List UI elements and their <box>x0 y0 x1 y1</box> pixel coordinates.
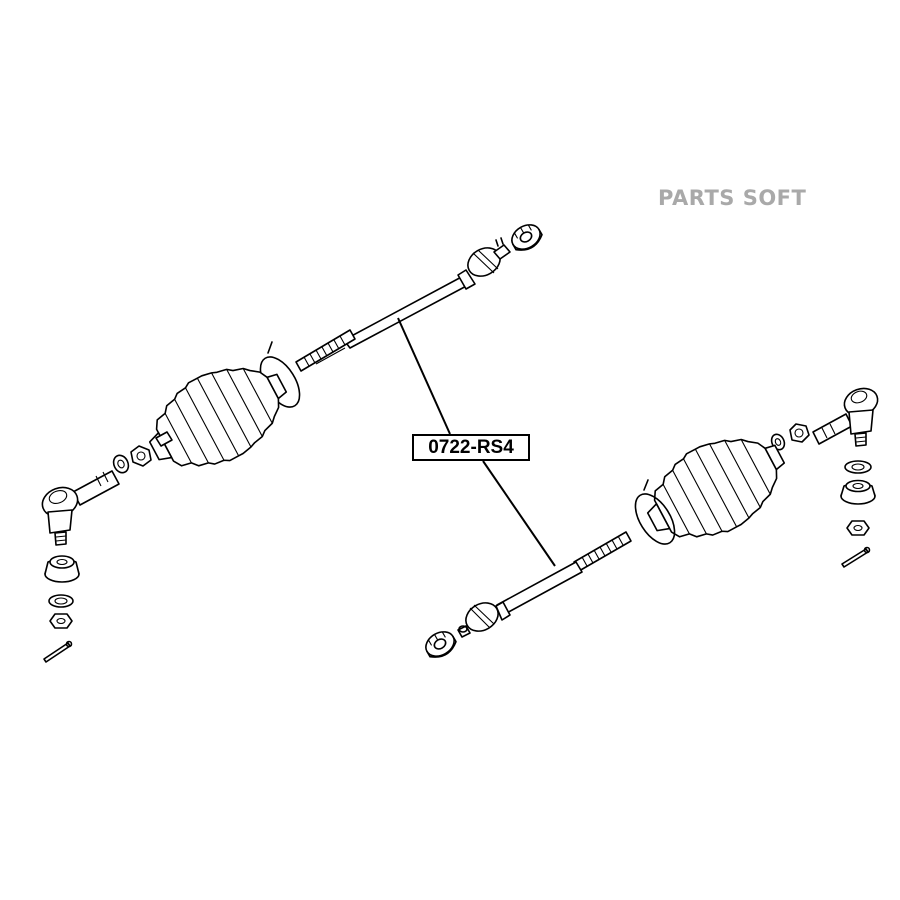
lower-inner-tie-rod <box>457 531 632 638</box>
lower-boot-clip <box>634 479 676 545</box>
upper-cotter-pin <box>43 640 73 663</box>
upper-lock-washer <box>112 454 130 474</box>
upper-washer-ring <box>48 594 74 608</box>
lower-rack-boot <box>646 438 786 538</box>
watermark-text: PARTS SOFT <box>658 186 807 210</box>
lower-cotter-pin <box>841 546 871 568</box>
upper-rack-boot <box>148 367 288 467</box>
upper-outer-tie-rod-end <box>41 470 120 546</box>
lower-castle-nut-small <box>846 520 870 536</box>
lower-outer-tie-rod-end <box>812 387 879 447</box>
lower-dust-seal <box>840 479 876 505</box>
lower-castle-nut <box>425 631 457 658</box>
lower-jam-nut <box>789 423 810 443</box>
upper-castle-nut-small <box>49 613 73 629</box>
upper-jam-nut <box>130 431 173 467</box>
callout-leader-lines <box>397 317 556 567</box>
upper-dust-seal <box>44 555 80 583</box>
lower-washer-ring-top <box>844 460 872 474</box>
upper-inner-tie-rod <box>295 237 511 372</box>
upper-castle-nut <box>511 224 543 251</box>
part-number-callout: 0722-RS4 <box>412 434 530 461</box>
